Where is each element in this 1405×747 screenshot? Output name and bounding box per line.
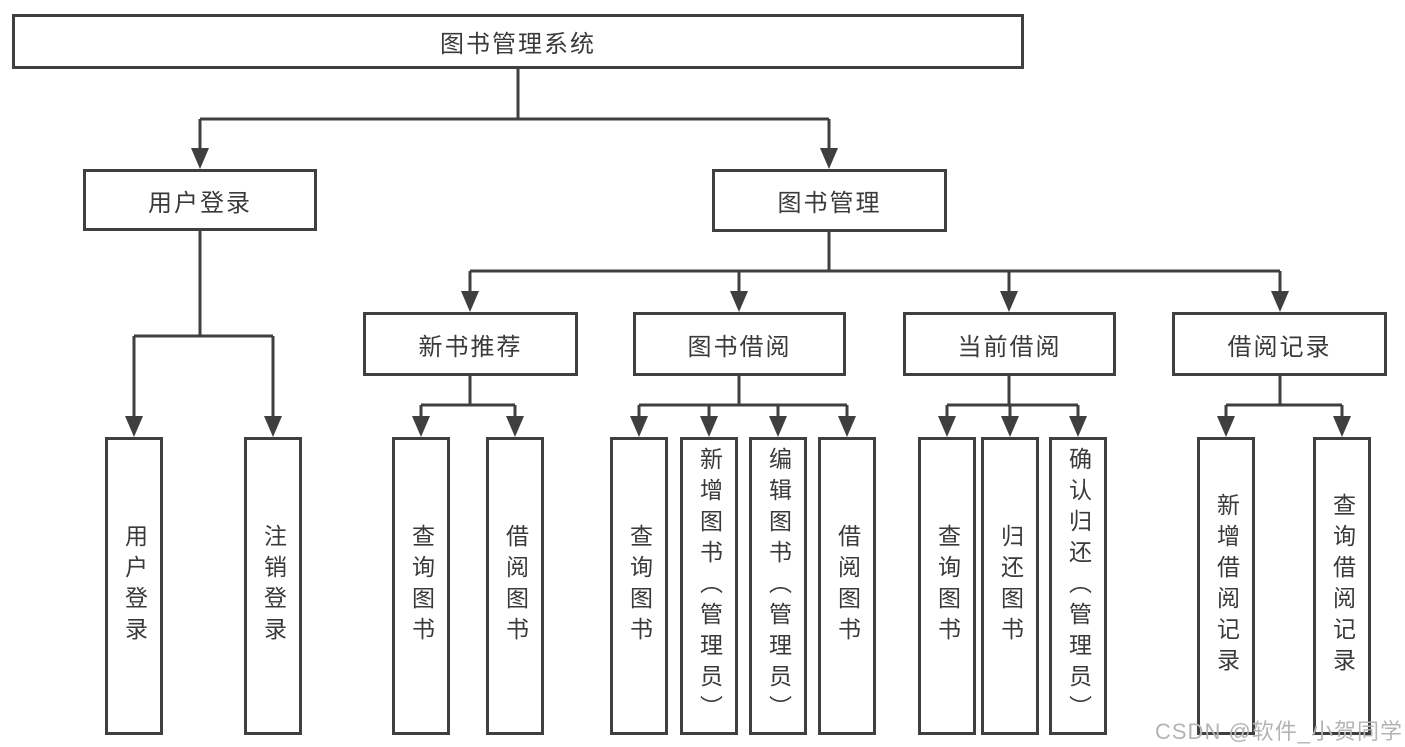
connector-current-borrowing <box>938 376 1087 437</box>
leaf-bw-borrow-books: 借阅图书 <box>818 437 876 735</box>
connector-book-management <box>461 232 1289 312</box>
leaf-rec-add-record: 新增借阅记录 <box>1197 437 1255 735</box>
leaf-nb-query-books: 查询图书 <box>392 437 450 735</box>
node-new-book-recommend: 新书推荐 <box>363 312 578 376</box>
leaf-nb-borrow-books: 借阅图书 <box>486 437 544 735</box>
leaf-rec-query-record: 查询借阅记录 <box>1313 437 1371 735</box>
leaf-bw-edit-books-admin: 编辑图书（管理员） <box>749 437 807 735</box>
connector-user-login <box>125 231 282 437</box>
node-current-borrowing: 当前借阅 <box>903 312 1116 376</box>
watermark: CSDN @软件_小贺同学 <box>1155 719 1404 744</box>
leaf-bw-add-books-admin: 新增图书（管理员） <box>680 437 738 735</box>
leaf-logout: 注销登录 <box>244 437 302 735</box>
node-book-management: 图书管理 <box>712 169 947 232</box>
leaf-bw-query-books: 查询图书 <box>610 437 668 735</box>
node-borrow-records: 借阅记录 <box>1172 312 1387 376</box>
leaf-user-login: 用户登录 <box>105 437 163 735</box>
node-book-borrowing: 图书借阅 <box>633 312 846 376</box>
node-user-login: 用户登录 <box>83 169 317 231</box>
leaf-cur-query-books: 查询图书 <box>918 437 976 735</box>
connector-root <box>191 69 838 169</box>
leaf-cur-return-books: 归还图书 <box>981 437 1039 735</box>
leaf-cur-confirm-return-admin: 确认归还（管理员） <box>1049 437 1107 735</box>
node-root: 图书管理系统 <box>12 14 1024 69</box>
connector-new-book-recommend <box>412 376 524 437</box>
connector-borrow-records <box>1217 376 1351 437</box>
connector-book-borrowing <box>630 376 856 437</box>
